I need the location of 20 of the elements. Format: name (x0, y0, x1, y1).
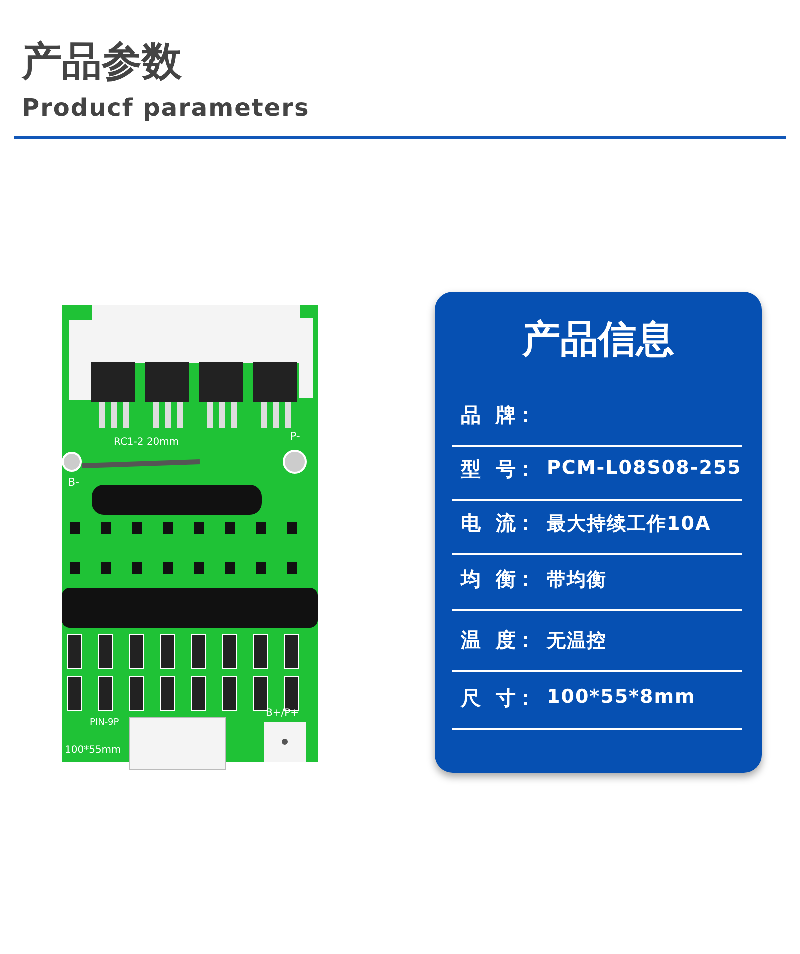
field-value: 100*55*8mm (547, 686, 696, 708)
silkscreen-label: PIN-9P (90, 718, 120, 728)
field-label: 尺 寸： (461, 685, 536, 712)
field-label: 型 号： (461, 456, 536, 483)
field-label: 品 牌： (461, 402, 536, 429)
silkscreen-label: B- (68, 476, 80, 489)
info-card (435, 292, 762, 773)
field-value: 最大持续工作10A (547, 512, 712, 537)
page-title: 产品参数 (22, 38, 182, 87)
field-label: 电 流： (461, 510, 536, 537)
field-label: 均 衡： (461, 566, 536, 593)
page-subtitle: Producf parameters (22, 94, 310, 122)
field-label: 温 度： (461, 627, 536, 654)
field-value: PCM-L08S08-255 (547, 457, 742, 479)
silkscreen-label: P- (290, 430, 300, 443)
field-value: 无温控 (547, 629, 607, 654)
silkscreen-label: 100*55mm (65, 745, 122, 756)
field-value: 带均衡 (547, 568, 607, 593)
card-heading: 产品信息 (522, 316, 676, 363)
silkscreen-label: RC1-2 20mm (114, 437, 180, 448)
